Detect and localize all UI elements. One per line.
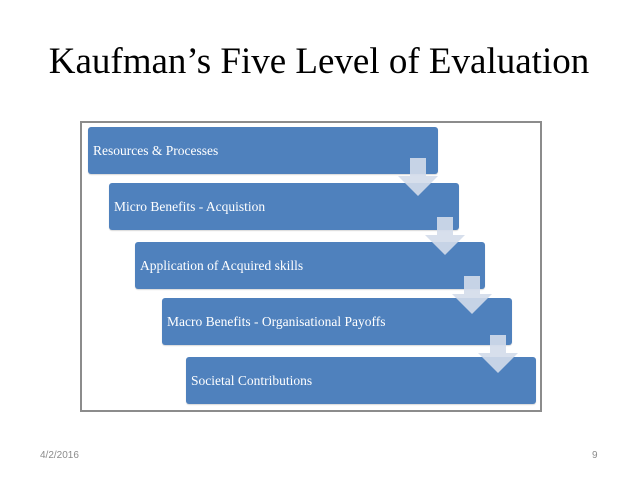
level-1-box: Resources & Processes xyxy=(88,127,438,174)
down-arrow-icon xyxy=(478,335,518,373)
level-2-box: Micro Benefits - Acquistion xyxy=(109,183,459,230)
down-arrow-icon xyxy=(398,158,438,196)
down-arrow-icon xyxy=(452,276,492,314)
level-5-box: Societal Contributions xyxy=(186,357,536,404)
level-4-box: Macro Benefits - Organisational Payoffs xyxy=(162,298,512,345)
down-arrow-icon xyxy=(425,217,465,255)
level-3-box: Application of Acquired skills xyxy=(135,242,485,289)
slide-number: 9 xyxy=(592,450,598,461)
slide-title: Kaufman’s Five Level of Evaluation xyxy=(48,41,590,82)
footer-date: 4/2/2016 xyxy=(40,450,79,461)
